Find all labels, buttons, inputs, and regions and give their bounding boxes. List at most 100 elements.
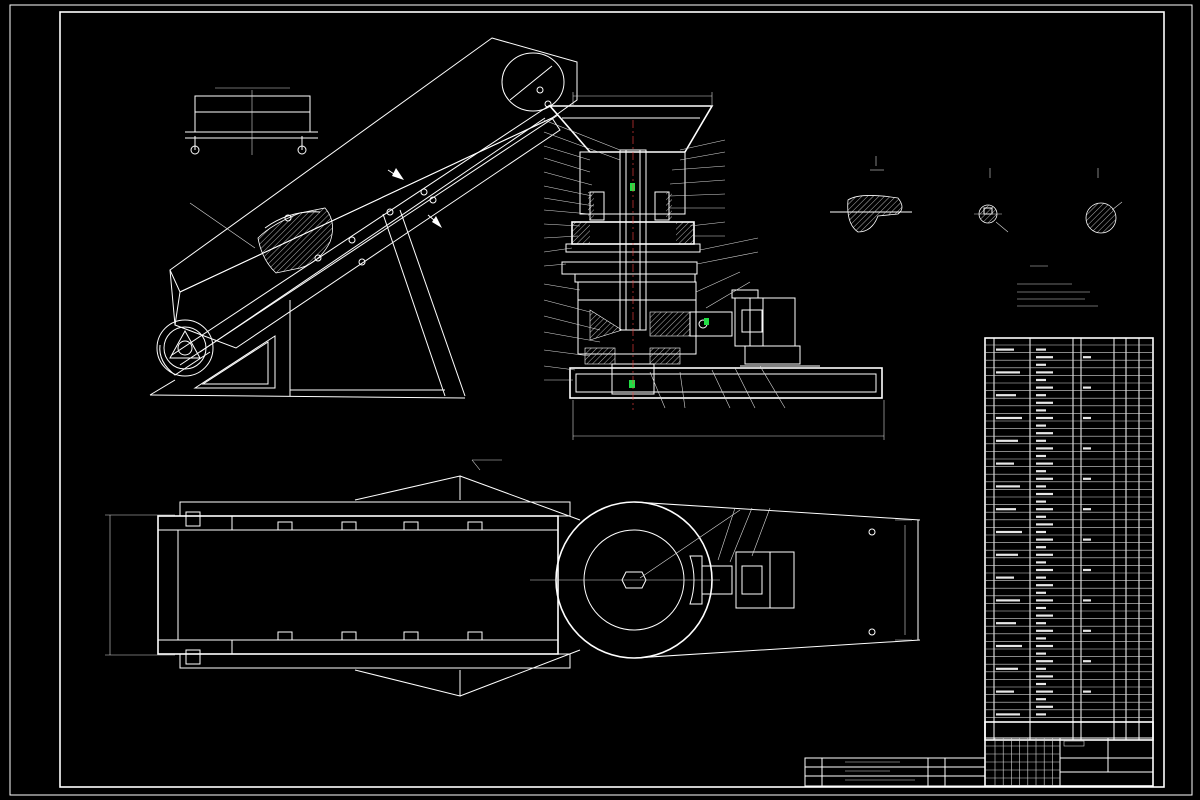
parts-list-entry-mark: [1036, 462, 1053, 465]
parts-list-entry-mark: [1083, 386, 1091, 389]
parts-list-entry-mark: [996, 576, 1014, 579]
machine-base: [569, 367, 883, 399]
parts-list-entry-mark: [1083, 447, 1091, 450]
parts-list-entry-mark: [1036, 614, 1053, 617]
parts-list-entry-mark: [1036, 629, 1053, 632]
parts-list-entry-mark: [1036, 394, 1046, 397]
parts-list-entry-mark: [1036, 660, 1053, 663]
parts-list-entry-mark: [1036, 591, 1046, 594]
tail-pulley: [156, 319, 214, 377]
parts-list-entry-mark: [996, 508, 1016, 511]
parts-list-entry-mark: [1083, 508, 1091, 511]
detail-sections: [830, 156, 1123, 234]
revision-block: [804, 757, 986, 787]
parts-list-entry-mark: [1036, 538, 1053, 541]
parts-list-entry-mark: [996, 644, 1022, 648]
conveyor-elevation-view: [149, 37, 578, 399]
parts-list-entry-mark: [1036, 530, 1046, 534]
parts-list-entry-mark: [1036, 378, 1046, 382]
parts-list-entry-mark: [996, 713, 1020, 716]
parts-list-entry-mark: [1036, 470, 1046, 473]
parts-list-entry-mark: [996, 599, 1020, 602]
parts-list-entry-mark: [1036, 644, 1053, 648]
parts-list-entry-mark: [1036, 561, 1046, 564]
parts-list-entry-mark: [1036, 485, 1046, 488]
parts-list-entry-mark: [1036, 477, 1053, 480]
parts-list-entry-mark: [1036, 705, 1053, 708]
parts-list-entry-mark: [1036, 713, 1046, 716]
parts-list-entry-mark: [1036, 675, 1053, 678]
parts-list-entry-mark: [1083, 416, 1091, 420]
parts-list-entry-mark: [1036, 515, 1046, 518]
broken-section-hatch: [257, 207, 333, 274]
parts-list-entry-mark: [1036, 546, 1046, 549]
parts-list-entry-mark: [1036, 432, 1053, 435]
parts-list-entry-mark: [1036, 416, 1053, 420]
parts-list-entry-mark: [1036, 492, 1053, 496]
technical-notes: [1017, 265, 1098, 307]
parts-list-entry-mark: [1036, 599, 1053, 602]
parts-list-entry-mark: [1036, 356, 1053, 359]
parts-list-entry-mark: [1036, 667, 1046, 670]
parts-list-entry-mark: [1036, 584, 1053, 587]
parts-list-entry-mark: [1036, 682, 1046, 686]
parts-list-entry-mark: [1036, 363, 1046, 366]
title-block: [984, 721, 1154, 787]
parts-list-entry-mark: [1036, 698, 1046, 701]
outer-border: [9, 4, 1193, 796]
parts-list-entry-mark: [1036, 576, 1046, 579]
drive-motor-side: [731, 289, 801, 365]
parts-list-entry-mark: [1083, 568, 1091, 572]
parts-list-entry-mark: [1036, 606, 1046, 610]
parts-list-entry-mark: [1083, 690, 1091, 693]
parts-list-entry-mark: [1036, 508, 1053, 511]
parts-list-entry-mark: [1036, 386, 1053, 389]
parts-list-entry-mark: [1083, 629, 1091, 632]
parts-list-entry-mark: [1036, 409, 1046, 412]
parts-list-entry-mark: [1083, 599, 1091, 602]
parts-list-entry-mark: [1036, 637, 1046, 640]
parts-list-entry-mark: [1036, 652, 1046, 655]
parts-list-entry-mark: [1036, 454, 1046, 458]
parts-list-entry-mark: [1036, 568, 1053, 572]
parts-list-entry-mark: [1083, 477, 1091, 480]
parts-list-entry-mark: [1036, 500, 1046, 503]
parts-list-entry-mark: [996, 530, 1022, 534]
parts-list-entry-mark: [996, 394, 1016, 397]
parts-list-entry-mark: [996, 690, 1014, 693]
parts-list-entry-mark: [1083, 660, 1091, 663]
parts-list-entry-mark: [1036, 401, 1053, 404]
drive-motor-plan: [735, 551, 795, 609]
parts-list-entry-mark: [996, 416, 1022, 420]
parts-list-table: [984, 337, 1154, 741]
conveyor-plan-body: [157, 515, 559, 655]
gearbox-housing: [577, 281, 697, 355]
parts-list-entry-mark: [996, 439, 1018, 442]
pellet-mill-section-view: [543, 92, 885, 440]
parts-list-entry-mark: [996, 371, 1020, 374]
parts-list-entry-mark: [1036, 424, 1046, 427]
feed-hopper: [548, 105, 714, 153]
parts-list-entry-mark: [1036, 371, 1053, 374]
parts-list-entry-mark: [996, 462, 1014, 465]
parts-list-entry-mark: [996, 667, 1018, 670]
parts-list-entry-mark: [996, 348, 1014, 351]
right-part-leaders: [649, 139, 786, 409]
parts-list-entry-mark: [1036, 622, 1046, 625]
parts-list-entry-mark: [1036, 447, 1053, 450]
left-part-leaders: [543, 119, 621, 381]
parts-list-entry-mark: [1083, 356, 1091, 359]
parts-list-entry-mark: [1036, 523, 1053, 526]
parts-list-entry-mark: [1036, 439, 1046, 442]
parts-list-entry-mark: [996, 622, 1016, 625]
parts-list-entry-mark: [1036, 690, 1053, 693]
inner-frame: [59, 11, 1165, 788]
plan-view: [105, 459, 921, 697]
head-pulley: [501, 52, 565, 112]
parts-list-entry-mark: [1036, 348, 1046, 351]
parts-list-entry-mark: [996, 485, 1020, 488]
parts-list-entry-mark: [996, 553, 1018, 556]
parts-list-entry-mark: [1036, 553, 1053, 556]
conveyor-section-view: [185, 87, 318, 155]
